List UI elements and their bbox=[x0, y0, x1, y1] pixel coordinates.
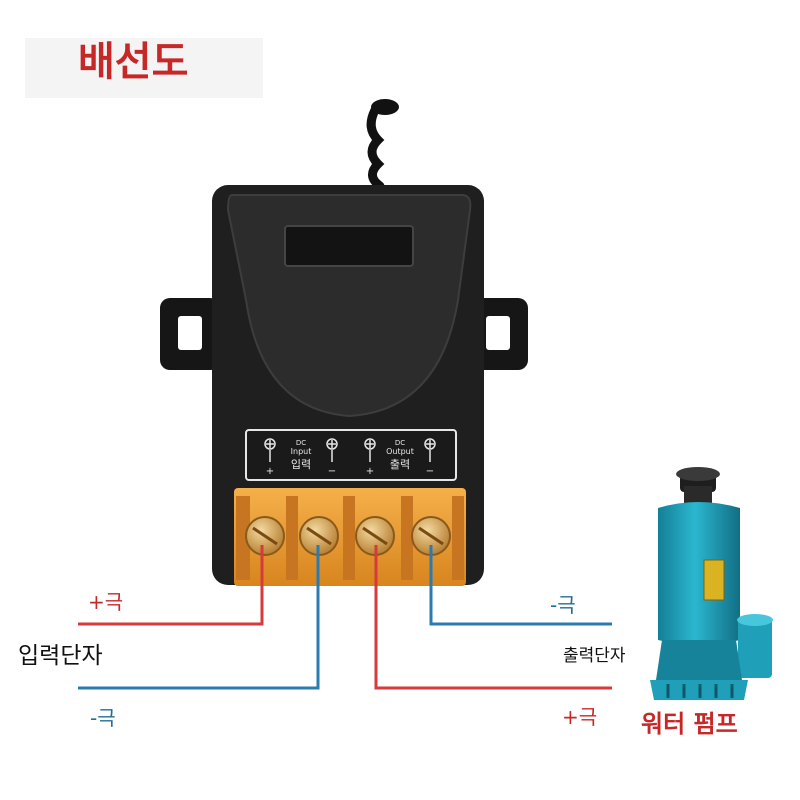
output-positive-label: +극 bbox=[562, 705, 598, 729]
input-negative-wire bbox=[78, 545, 320, 690]
input-positive-label: +극 bbox=[88, 590, 124, 614]
input-negative-label: -극 bbox=[90, 706, 116, 730]
page-title: 배선도 bbox=[78, 39, 189, 85]
output-negative-wire bbox=[429, 545, 612, 626]
water-pump-label: 워터 펌프 bbox=[641, 710, 738, 738]
output-ko-text: 출력 bbox=[390, 458, 410, 471]
output-en-text: Output bbox=[386, 447, 414, 456]
output-negative-label: -극 bbox=[550, 593, 576, 617]
relay-receiver-body bbox=[212, 185, 484, 585]
terminal-label-plate: + − + − DC Input 입력 DC Output 출력 bbox=[245, 429, 457, 481]
input-positive-wire bbox=[78, 545, 264, 626]
output-positive-wire bbox=[374, 545, 612, 690]
input-terminal-label: 입력단자 bbox=[18, 643, 103, 669]
output-plus-sign: + bbox=[366, 466, 374, 477]
input-en-text: Input bbox=[291, 447, 312, 456]
input-ko-text: 입력 bbox=[291, 458, 311, 471]
output-dc-text: DC bbox=[395, 439, 405, 447]
output-minus-sign: − bbox=[426, 466, 434, 477]
output-terminal-label: 출력단자 bbox=[563, 646, 626, 666]
terminal-block bbox=[234, 488, 466, 586]
input-minus-sign: − bbox=[328, 466, 336, 477]
title-background bbox=[25, 38, 263, 98]
water-pump-image bbox=[650, 467, 773, 700]
antenna bbox=[366, 99, 399, 191]
terminal-screw-1 bbox=[245, 516, 285, 556]
mounting-ear-left bbox=[160, 298, 220, 370]
input-plus-sign: + bbox=[266, 466, 274, 477]
input-dc-text: DC bbox=[296, 439, 306, 447]
